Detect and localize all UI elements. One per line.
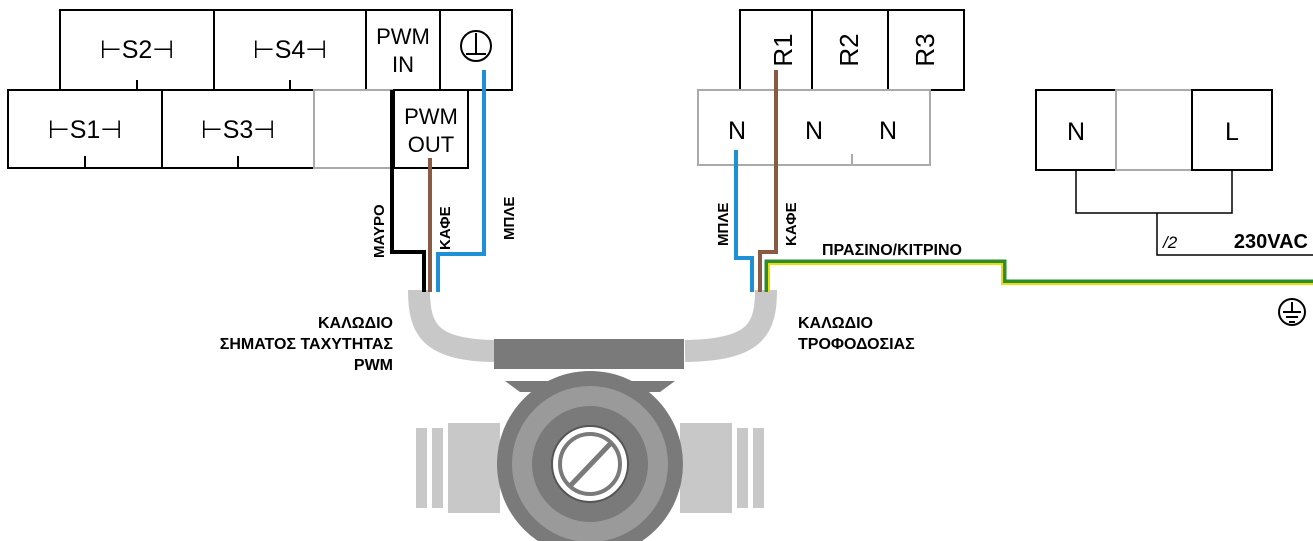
- circulator-pump: [416, 339, 764, 541]
- wire-label-brown-left: ΚΑΦΕ: [437, 206, 454, 250]
- signal-cable-label-3: PWM: [354, 357, 393, 374]
- wire-label-brown-right: ΚΑΦΕ: [783, 202, 800, 246]
- terminal-pwm-in: [365, 9, 441, 91]
- label-n1: N: [728, 117, 746, 145]
- wire-blue-left: [436, 70, 486, 292]
- pump-terminal-box: [494, 339, 684, 369]
- power-cable-sheath: [684, 289, 777, 362]
- label-s2: ⊢S2⊣: [100, 36, 174, 64]
- relay-terminal-block: R1 R2 R3 N N N: [697, 9, 965, 166]
- terminal-empty: [313, 89, 395, 169]
- wire-blue-right: [734, 150, 754, 292]
- label-r3: R3: [910, 33, 940, 66]
- left-terminal-block: ⊢S2⊣ ⊢S4⊣ ⊢S1⊣ ⊢S3⊣ PWM IN PWM OUT: [7, 9, 513, 169]
- wire-label-blue-right: ΜΠΛΕ: [715, 203, 732, 246]
- terminal-mains-l: [1191, 89, 1273, 171]
- wire-label-blue-left: ΜΠΛΕ: [501, 197, 518, 240]
- ground-symbol-icon: [460, 30, 492, 62]
- label-mains-n: N: [1067, 118, 1085, 146]
- wire-brown-right: [758, 70, 778, 292]
- label-s4: ⊢S4⊣: [253, 36, 327, 64]
- cable-sheaths: [408, 289, 777, 362]
- label-s3: ⊢S3⊣: [201, 116, 275, 144]
- supply-fraction: /2: [1162, 233, 1178, 252]
- wire-label-black: ΜΑΥΡΟ: [371, 204, 388, 258]
- wire-black: [390, 90, 426, 292]
- power-cable-label-2: ΤΡΟΦΟΔΟΣΙΑΣ: [798, 336, 915, 353]
- signal-cable-label-2: ΣΗΜΑΤΟΣ ΤΑΧΥΤΗΤΑΣ: [220, 336, 394, 353]
- pump-rotor-icon: [551, 425, 629, 503]
- terminal-r3: [887, 9, 965, 91]
- label-n2: N: [805, 117, 823, 145]
- label-s1: ⊢S1⊣: [48, 116, 122, 144]
- wires: [390, 70, 1313, 292]
- label-pwm-out-1: PWM: [404, 104, 458, 129]
- label-pwm-out-2: OUT: [408, 132, 454, 157]
- wire-label-earth: ΠΡΑΣΙΝΟ/ΚΙΤΡΙΝΟ: [822, 242, 962, 259]
- signal-cable-sheath: [408, 289, 496, 362]
- label-r1: R1: [768, 33, 798, 66]
- power-cable-label-1: ΚΑΛΩΔΙΟ: [798, 315, 873, 332]
- label-mains-l: L: [1225, 118, 1239, 146]
- label-pwm-in-1: PWM: [376, 24, 430, 49]
- terminal-s2: [59, 9, 215, 91]
- terminal-s4: [213, 9, 367, 91]
- label-r2: R2: [834, 33, 864, 66]
- terminal-r2: [811, 9, 889, 91]
- terminal-mains-empty: [1115, 89, 1193, 171]
- signal-cable-label-1: ΚΑΛΩΔΙΟ: [318, 315, 393, 332]
- mains-terminal-block: N L /2 230VAC: [1035, 89, 1313, 256]
- wire-earth: [764, 259, 1313, 292]
- earth-symbol-icon: [1278, 298, 1306, 326]
- supply-voltage: 230VAC: [1234, 231, 1308, 253]
- label-pwm-in-2: IN: [392, 52, 414, 77]
- label-n3: N: [879, 117, 897, 145]
